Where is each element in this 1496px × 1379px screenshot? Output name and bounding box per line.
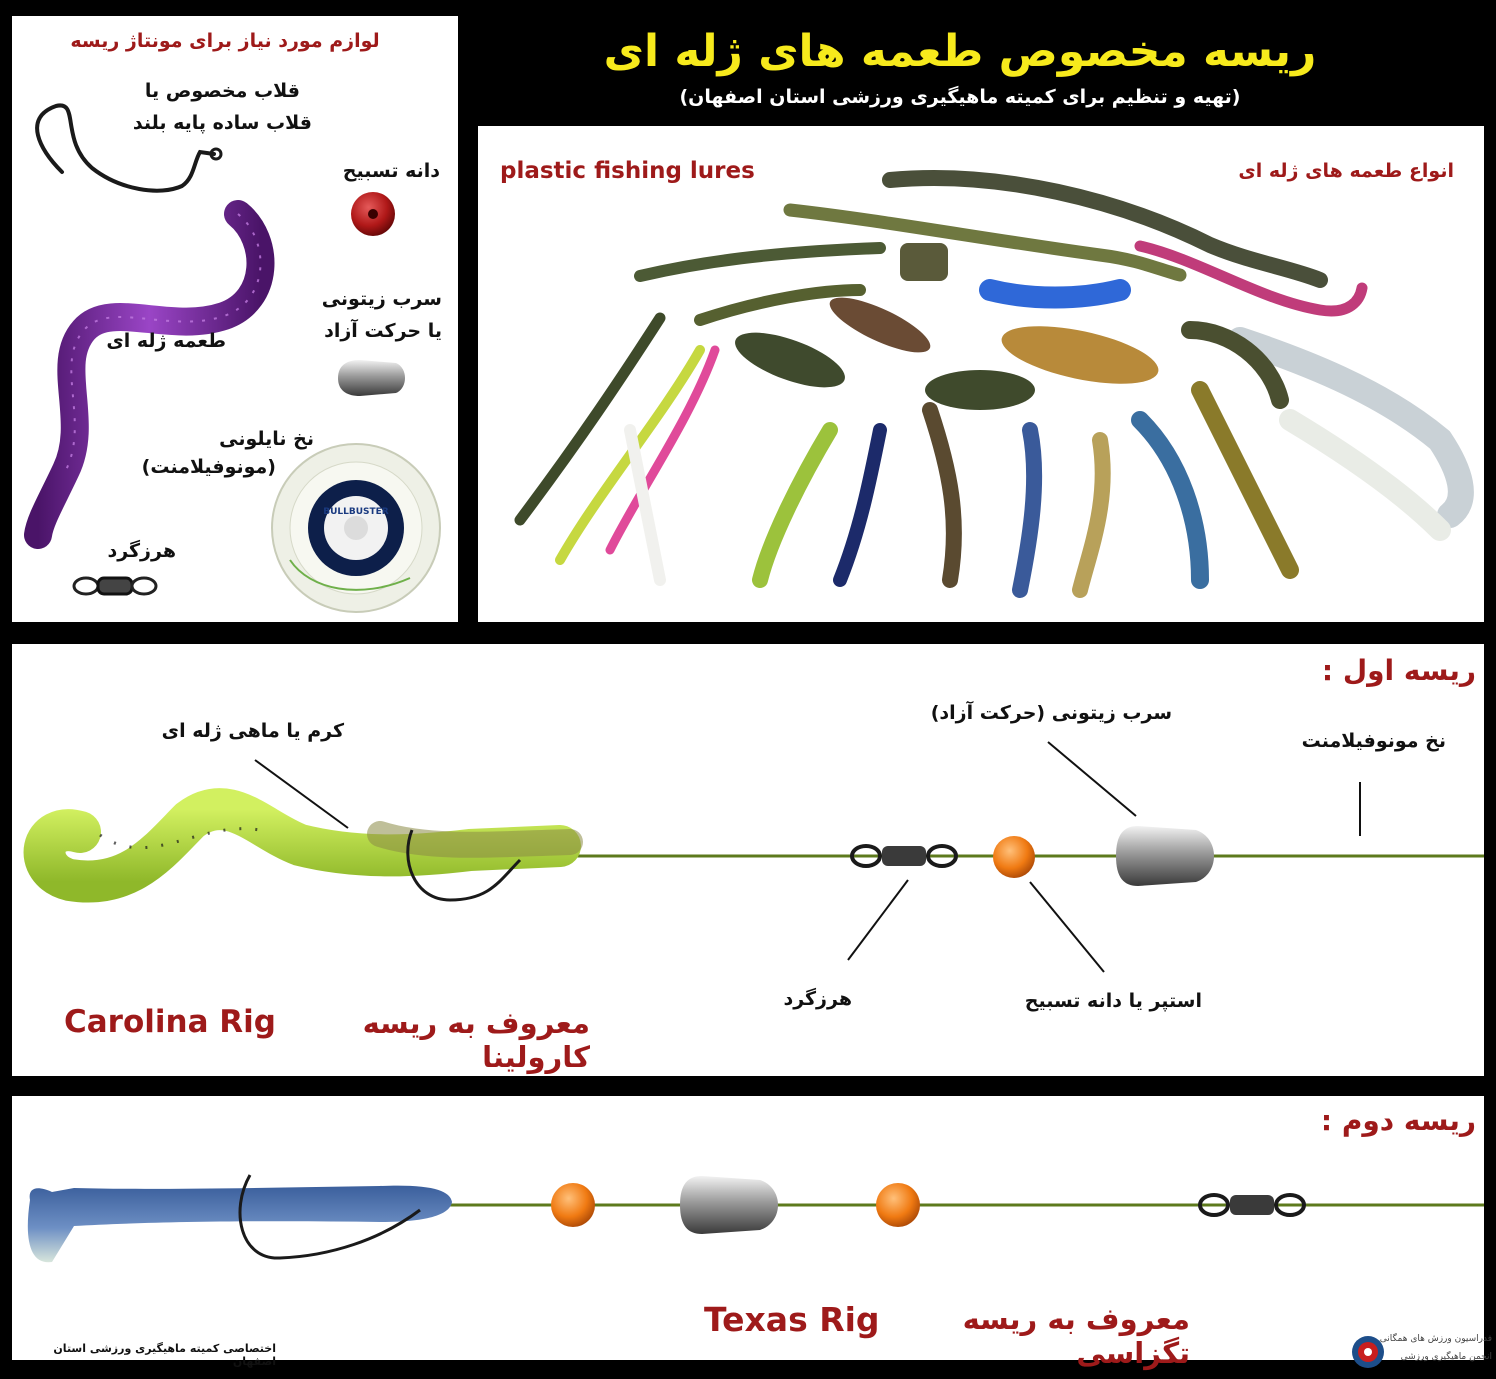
lures-persian-label: انواع طعمه های ژله ای — [1238, 160, 1454, 182]
swivel-label: هرزگرد — [107, 540, 176, 562]
hook-icon — [35, 103, 223, 193]
rig2-name-english: Texas Rig — [704, 1300, 880, 1339]
rig1-name-english: Carolina Rig — [64, 1004, 276, 1040]
bullet-sinker-icon — [338, 360, 405, 396]
sinker-label-1: سرب زیتونی — [321, 288, 442, 310]
swivel-icon — [72, 576, 158, 596]
hook-label-1: قلاب مخصوص یا — [144, 80, 300, 102]
rig1-bead-icon — [993, 836, 1035, 878]
hook-label-2: قلاب ساده پایه بلند — [132, 112, 312, 134]
rig1-stopper-label: استپر یا دانه تسبیح — [1024, 990, 1202, 1012]
page-title: ریسه مخصوص طعمه های ژله ای — [603, 26, 1317, 77]
purple-worm-icon — [24, 200, 275, 549]
footer-logo-line2: انجمن ماهیگیری ورزشی — [1400, 1352, 1492, 1362]
rig1-worm-label: کرم یا ماهی ژله ای — [161, 720, 344, 742]
page-subtitle: (تهیه و تنظیم برای کمیته ماهیگیری ورزشی … — [679, 86, 1241, 108]
line-label-1: نخ نایلونی — [219, 428, 314, 450]
soft-lure-label: طعمه ژله ای — [106, 330, 226, 352]
rig1-sinker-label: سرب زیتونی (حرکت آزاد) — [930, 702, 1172, 724]
line-spool-icon: BULLBUSTER — [271, 443, 441, 613]
lures-english-label: plastic fishing lures — [500, 158, 755, 184]
federation-logo-icon — [1352, 1336, 1384, 1368]
rig1-sinker-icon — [1116, 826, 1214, 886]
lime-worm-icon — [23, 788, 583, 903]
sinker-label-2: یا حرکت آزاد — [324, 320, 442, 342]
rig2-bead-right-icon — [876, 1183, 920, 1227]
rig1-hook-icon — [406, 829, 522, 902]
rig2-bead-left-icon — [551, 1183, 595, 1227]
rig2-name-persian: معروف به ریسه تگزاسی — [962, 1302, 1190, 1370]
blue-swimbait-icon — [27, 1185, 452, 1263]
rig1-heading: ریسه اول : — [1321, 654, 1476, 687]
rig1-panel — [12, 644, 1484, 1076]
materials-heading: لوازم مورد نیاز برای مونتاژ ریسه — [70, 30, 380, 52]
rig1-swivel-icon — [850, 844, 958, 868]
footer-logo-line1: فدراسیون ورزش های همگانی — [1379, 1334, 1492, 1344]
bead-label: دانه تسبیح — [342, 160, 440, 182]
rig1-pointers — [254, 741, 1361, 973]
lures-collage — [514, 170, 1474, 598]
footer-credit: اختصاصی کمیته ماهیگیری ورزشی استان اصفها… — [53, 1342, 276, 1368]
spool-brand: BULLBUSTER — [323, 507, 389, 517]
rig1-line-label: نخ مونوفیلامنت — [1301, 730, 1446, 752]
rig1-name-persian: معروف به ریسه کارولینا — [362, 1006, 590, 1074]
rig2-sinker-icon — [680, 1176, 778, 1234]
rig2-swivel-icon — [1198, 1193, 1306, 1217]
rig2-hook-icon — [238, 1174, 421, 1260]
line-label-2: (مونوفیلامنت) — [141, 456, 276, 478]
rig1-swivel-label: هرزگرد — [783, 988, 852, 1010]
rig2-heading: ریسه دوم : — [1320, 1104, 1476, 1137]
